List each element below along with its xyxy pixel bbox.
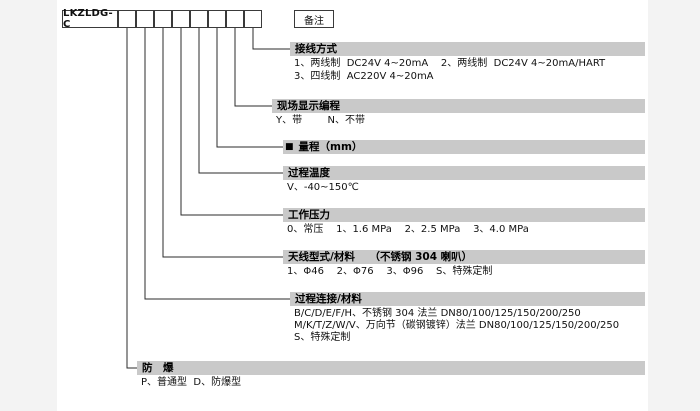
page-margin-left (0, 0, 57, 411)
option-line: 1、Φ46 2、Φ76 3、Φ96 S、特殊定制 (287, 266, 493, 277)
connector-line-pressure (180, 28, 283, 216)
connector-line-temperature (198, 28, 283, 174)
option-line: P、普通型 D、防爆型 (141, 377, 242, 388)
code-box-6 (208, 10, 226, 28)
code-box-4 (172, 10, 190, 28)
section-title-pressure: 工作压力 (288, 209, 330, 221)
section-header-display: 现场显示编程 (272, 99, 645, 113)
option-line: Y、带 N、不带 (276, 115, 366, 126)
option-line: S、特殊定制 (294, 332, 351, 343)
connector-line-range (216, 28, 286, 148)
section-title-wiring: 接线方式 (295, 43, 337, 55)
section-header-pressure: 工作压力 (283, 208, 645, 222)
section-title-temperature: 过程温度 (288, 167, 330, 179)
section-title-display: 现场显示编程 (277, 100, 340, 112)
option-line: M/K/T/Z/W/V、万向节（碳钢镀锌）法兰 DN80/100/125/150… (294, 320, 620, 331)
section-header-temperature: 过程温度 (283, 166, 645, 180)
section-header-connection: 过程连接/材料 (290, 292, 645, 306)
section-header-range: ■ 量程（mm） (283, 140, 645, 154)
code-box-2 (136, 10, 154, 28)
range-square-marker: ■ (285, 142, 294, 152)
connector-line-display (234, 28, 272, 107)
section-header-wiring: 接线方式 (290, 42, 645, 56)
connector-line-wiring (252, 28, 290, 50)
code-box-8 (244, 10, 262, 28)
connector-line-connection (144, 28, 290, 300)
section-title-connection: 过程连接/材料 (295, 293, 362, 305)
code-box-3 (154, 10, 172, 28)
section-header-antenna: 天线型式/材料 （不锈钢 304 喇叭） (283, 250, 645, 264)
connector-line-antenna (162, 28, 283, 258)
code-box-7 (226, 10, 244, 28)
model-prefix-box: LKZLDG-C (62, 8, 118, 30)
option-line: 3、四线制 AC220V 4~20mA (294, 71, 434, 82)
option-line: 0、常压 1、1.6 MPa 2、2.5 MPa 3、4.0 MPa (287, 224, 529, 235)
section-title-range: 量程（mm） (298, 141, 363, 153)
connector-line-explosion (126, 28, 137, 369)
remark-box: 备注 (294, 10, 334, 28)
section-title-antenna: 天线型式/材料 （不锈钢 304 喇叭） (288, 251, 473, 263)
option-line: B/C/D/E/F/H、不锈钢 304 法兰 DN80/100/125/150/… (294, 308, 581, 319)
section-header-explosion: 防 爆 (137, 361, 645, 375)
code-box-5 (190, 10, 208, 28)
option-line: V、-40~150℃ (287, 182, 359, 193)
code-box-1 (118, 10, 136, 28)
section-title-explosion: 防 爆 (142, 362, 174, 374)
option-line: 1、两线制 DC24V 4~20mA 2、两线制 DC24V 4~20mA/HA… (294, 58, 606, 69)
page-margin-right (648, 0, 700, 411)
